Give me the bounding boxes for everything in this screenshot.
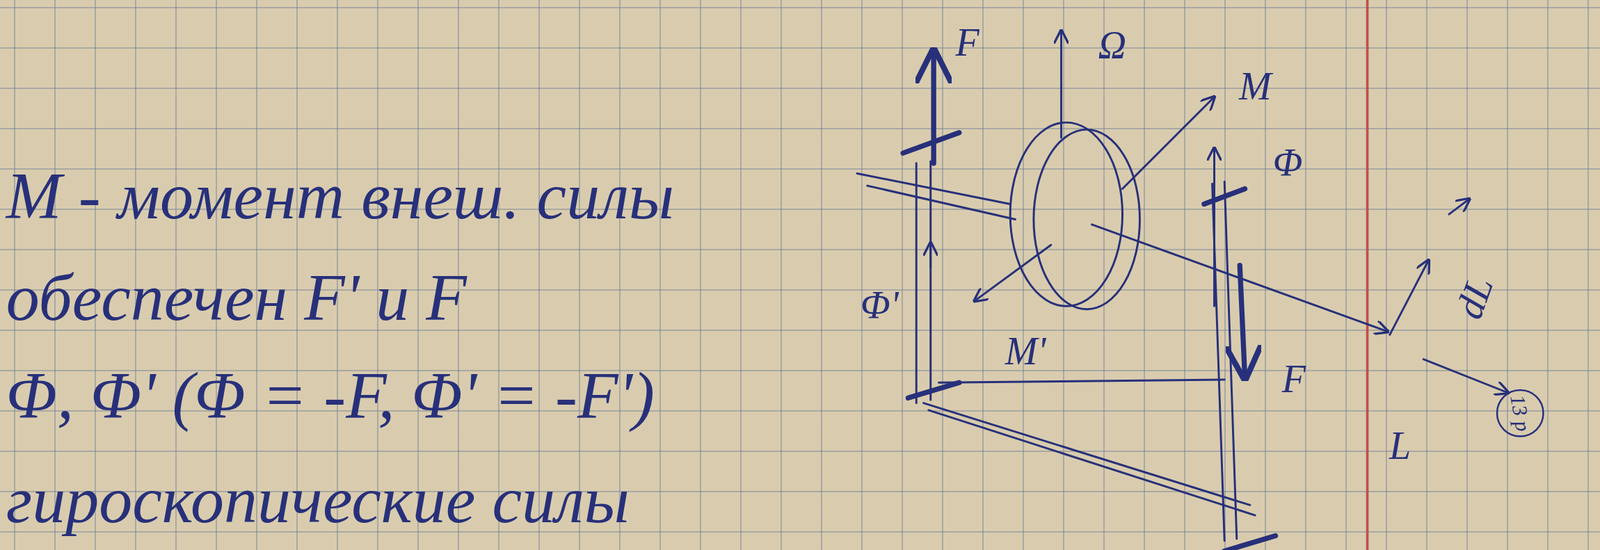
note-line: обеспечен F' и F [6, 261, 467, 336]
note-line: M - момент внеш. силы [6, 159, 675, 234]
force-label: F [955, 21, 979, 65]
momentum-label: L [1389, 425, 1411, 469]
moment-label: M [1238, 65, 1272, 109]
force-label: Φ [1273, 141, 1303, 186]
page-number: 13 р [1506, 393, 1536, 433]
margin-line [1366, 0, 1370, 550]
gyroscope-disk [857, 122, 1388, 332]
force-label: Φ' [860, 284, 899, 328]
note-line: Φ, Φ' (Φ = -F, Φ' = -F') [6, 358, 655, 433]
moment-label: M' [1005, 330, 1047, 374]
omega-label: Ω [1098, 24, 1127, 68]
vector-arrows [933, 30, 1509, 394]
page-number-circle: 13 р [1495, 388, 1546, 439]
momentum-label: dL [1447, 271, 1502, 325]
note-line: гироскопические силы [6, 463, 630, 538]
gimbal-frame [902, 132, 1276, 550]
force-label: F [1282, 358, 1306, 402]
